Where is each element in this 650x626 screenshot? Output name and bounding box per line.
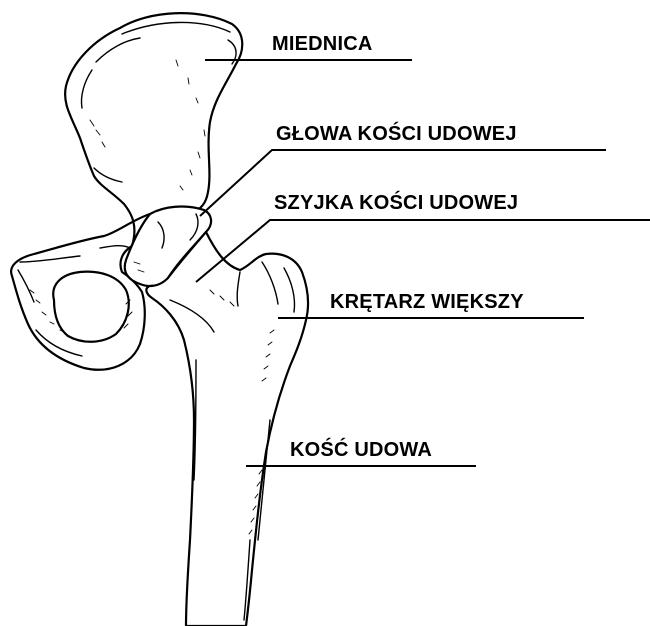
label-femoral-head: GŁOWA KOŚCI UDOWEJ	[276, 124, 517, 144]
femur-bone	[146, 232, 308, 626]
label-pelvis: MIEDNICA	[272, 34, 373, 54]
label-femoral-neck: SZYJKA KOŚCI UDOWEJ	[274, 193, 518, 213]
label-femur: KOŚĆ UDOWA	[290, 440, 432, 460]
label-greater-trochanter: KRĘTARZ WIĘKSZY	[330, 292, 524, 312]
